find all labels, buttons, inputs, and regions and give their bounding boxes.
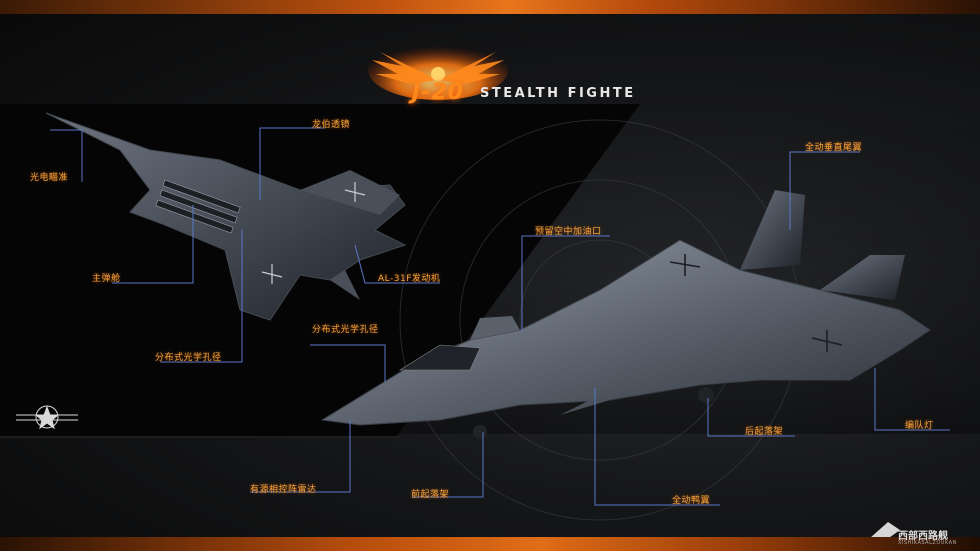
callout-refuel: 预留空中加油口 [535,227,602,237]
page-title: STEALTH FIGHTE [480,86,636,101]
star-emblem-icon [16,405,78,430]
callout-canopy: 龙伯透镜 [312,120,351,130]
callout-das-left: 分布式光学孔径 [155,353,222,363]
callout-formation-light: 编队灯 [905,421,934,431]
callout-radar: 有源相控阵雷达 [250,485,317,495]
callout-engine: AL-31F发动机 [378,274,441,284]
watermark: 西部西路舰 [898,531,948,542]
winged-emblem-icon [368,40,508,100]
callout-nose-gear: 前起落架 [411,490,450,500]
callout-eots: 光电瞄准 [30,173,69,183]
bottom-orange-bar [0,537,980,551]
watermark-ship-icon [870,522,900,540]
watermark-sub: XISHIKASALZOUKAN [898,540,957,546]
callout-weapons-bay: 主弹舱 [92,274,121,284]
panel-edge-line [0,436,400,438]
callout-lines [50,127,950,506]
callout-main-gear: 后起落架 [745,427,784,437]
callout-canard: 全动鸭翼 [672,496,711,506]
callout-vtail: 全动垂直尾翼 [805,143,863,153]
callout-das-right: 分布式光学孔径 [312,325,379,335]
model-logo: J-20 [412,80,464,105]
top-orange-bar [0,0,980,14]
aircraft-side-view [320,190,931,439]
aircraft-top-view [45,112,407,321]
